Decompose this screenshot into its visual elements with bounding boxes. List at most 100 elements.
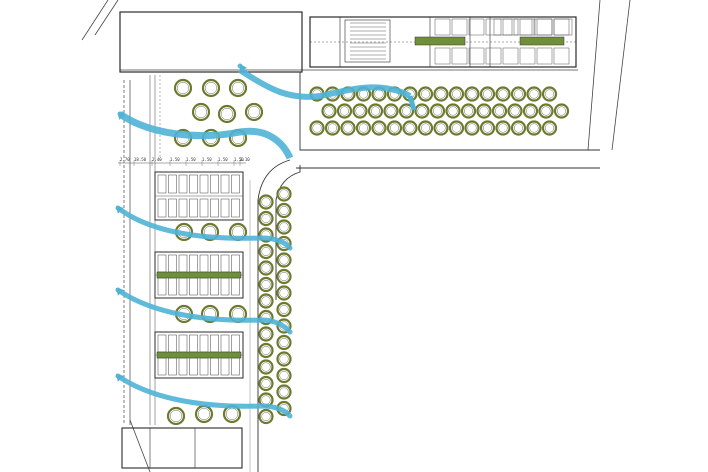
tree-canopy-inner (220, 107, 233, 120)
tree-icon (258, 210, 274, 227)
tree-icon (258, 359, 274, 375)
tree-canopy-inner (279, 354, 289, 364)
tree-canopy-inner (514, 123, 524, 133)
wind-arrow-head (116, 288, 124, 296)
tree-canopy-inner (261, 412, 271, 422)
wind-arrow-head (116, 374, 124, 382)
tree-icon (433, 120, 449, 136)
desk-group (231, 357, 240, 376)
wind-arrow-head (118, 112, 126, 120)
tree-icon (352, 103, 368, 119)
tree-icon (276, 301, 292, 318)
tree-canopy-inner (545, 89, 555, 99)
tree-canopy-inner (483, 89, 493, 99)
tree-icon (258, 260, 274, 276)
desk-group (189, 174, 198, 194)
desk-group (157, 357, 167, 376)
desk-group (168, 357, 177, 376)
tree-canopy-inner (261, 280, 271, 290)
tree-canopy-inner (231, 81, 244, 94)
tree-icon (448, 120, 465, 136)
tree-icon (402, 120, 418, 136)
desk-group (220, 357, 230, 376)
tree-canopy-inner (464, 106, 474, 116)
tree-canopy-inner (279, 222, 289, 232)
desk-group (231, 277, 240, 296)
tree-canopy-inner (261, 213, 271, 223)
desk-group (231, 174, 240, 194)
desk-group (199, 334, 209, 353)
tree-icon (495, 120, 511, 136)
classroom-block (154, 251, 244, 299)
desk-group (231, 254, 240, 273)
tree-canopy-inner (386, 106, 396, 116)
tree-canopy-inner (279, 189, 289, 199)
tree-icon (510, 120, 527, 136)
tree-canopy-inner (328, 123, 338, 133)
tree-icon (276, 186, 292, 202)
desk-group (220, 174, 230, 194)
desk-group (220, 334, 230, 353)
wind-flow-arrow (115, 287, 293, 335)
room (519, 47, 536, 65)
room (434, 18, 451, 36)
wind-flow-arrow (115, 205, 293, 251)
desk-group (220, 277, 230, 296)
tree-icon (276, 351, 292, 367)
tree-canopy-inner (526, 106, 536, 116)
dimension-label: 1.50 (234, 157, 244, 162)
tree-canopy-inner (498, 123, 508, 133)
tree-canopy-inner (247, 105, 260, 118)
tree-icon (258, 408, 274, 425)
tree-icon (460, 103, 477, 119)
desk-group (189, 277, 198, 296)
tree-canopy-inner (529, 123, 539, 133)
tree-icon (258, 243, 274, 260)
tree-icon (321, 103, 337, 119)
tree-icon (371, 120, 387, 136)
dimension-label: 2.10 (240, 157, 250, 162)
desk-group (231, 334, 240, 353)
desk-group (220, 254, 230, 273)
tree-canopy-inner (402, 106, 412, 116)
tree-canopy-inner (541, 106, 551, 116)
desk-group (199, 277, 209, 296)
tree-icon (258, 375, 274, 392)
tree-icon (340, 120, 356, 136)
desk-group (189, 334, 198, 353)
tree-icon (445, 103, 461, 119)
tree-icon (383, 103, 399, 119)
tree-canopy-inner (390, 123, 400, 133)
tree-icon (414, 103, 430, 119)
tree-icon (553, 103, 570, 119)
tree-canopy-inner (169, 410, 182, 423)
room (485, 18, 502, 36)
dimension-label: 18.50 (134, 157, 147, 162)
tree-canopy-inner (510, 106, 520, 116)
desk-group (178, 277, 188, 296)
dimension-label: 1.50 (170, 157, 180, 162)
planter-strip (156, 351, 242, 359)
site-boundary (81, 0, 631, 472)
tree-icon (491, 103, 508, 119)
room (553, 47, 570, 65)
tree-icon (448, 86, 465, 102)
tree-canopy-inner (261, 197, 271, 207)
tree-icon (476, 103, 492, 119)
room (519, 18, 536, 36)
tree-icon (510, 86, 527, 102)
room (485, 47, 502, 65)
tree-canopy-inner (340, 106, 350, 116)
tree-canopy-inner (279, 387, 289, 397)
room (513, 18, 533, 36)
tree-icon (541, 120, 558, 136)
tree-canopy-inner (467, 89, 477, 99)
tree-icon (276, 219, 292, 235)
desk-group (168, 198, 177, 218)
tree-canopy-inner (324, 106, 334, 116)
room (434, 47, 451, 65)
room-grid (434, 18, 573, 65)
tree-canopy-inner (514, 89, 524, 99)
